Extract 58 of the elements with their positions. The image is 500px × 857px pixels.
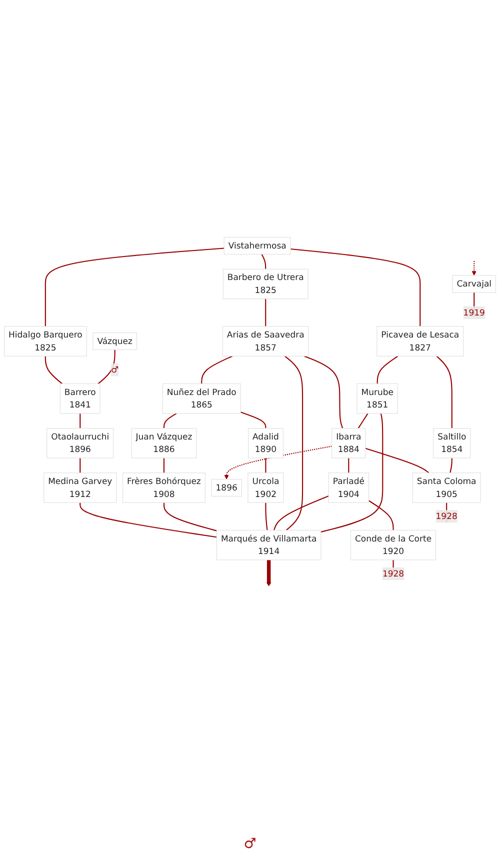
connector bbox=[201, 355, 233, 384]
node-box: Santa Coloma 1905 bbox=[412, 472, 481, 503]
node-box: Carvajal bbox=[452, 274, 496, 292]
connector bbox=[80, 502, 217, 538]
node-box: Frères Bohórquez 1908 bbox=[122, 472, 206, 503]
node-box: Nuñez del Prado 1865 bbox=[162, 383, 241, 414]
connector bbox=[320, 413, 384, 532]
note-label: ♂ bbox=[244, 836, 256, 852]
edge-label: 1928 bbox=[382, 568, 404, 578]
node-box: Barrero 1841 bbox=[60, 383, 100, 414]
node-box: Adalid 1890 bbox=[248, 428, 284, 458]
node-box: Barbero de Utrera 1825 bbox=[222, 268, 308, 299]
connector bbox=[261, 254, 266, 269]
connector bbox=[163, 458, 164, 473]
connector bbox=[163, 412, 177, 428]
connector bbox=[436, 355, 452, 428]
node-box: Arias de Saavedra 1857 bbox=[222, 326, 309, 356]
connector bbox=[365, 448, 430, 473]
node-box: Urcola 1902 bbox=[248, 472, 284, 503]
connector bbox=[348, 458, 350, 473]
node-box: Ibarra 1884 bbox=[332, 428, 366, 458]
node-box: Murube 1851 bbox=[356, 383, 398, 414]
node-box: Picavea de Lesaca 1827 bbox=[376, 326, 464, 356]
connector bbox=[472, 260, 476, 276]
node-box: Hidalgo Barquero 1825 bbox=[4, 326, 87, 356]
connector bbox=[368, 500, 394, 530]
node-box: Parladé 1904 bbox=[328, 472, 369, 503]
connector bbox=[163, 502, 217, 532]
connector bbox=[44, 247, 224, 326]
connector bbox=[240, 411, 266, 428]
connector bbox=[224, 445, 332, 480]
node-box: Marqués de Villamarta 1914 bbox=[216, 530, 322, 560]
connector bbox=[376, 355, 398, 384]
node-box: Vistahermosa bbox=[224, 236, 291, 254]
connector bbox=[265, 502, 268, 530]
connector bbox=[44, 356, 62, 384]
connector bbox=[80, 458, 81, 473]
connector bbox=[266, 560, 272, 586]
connector bbox=[304, 355, 344, 428]
node-box: Conde de la Corte 1920 bbox=[350, 530, 436, 560]
node-box: Otaolaurruchi 1896 bbox=[46, 428, 114, 458]
edge-label: 1919 bbox=[463, 307, 485, 318]
node-box: Saltillo 1854 bbox=[433, 428, 471, 458]
node-box: Vázquez bbox=[92, 332, 137, 350]
connector bbox=[98, 349, 116, 384]
edge-label: 1928 bbox=[436, 510, 458, 521]
connector bbox=[265, 298, 266, 326]
connector bbox=[450, 458, 452, 473]
node-box: 1896 bbox=[211, 478, 242, 496]
connector bbox=[284, 355, 304, 530]
node-box: Medina Garvey 1912 bbox=[44, 472, 117, 503]
connector bbox=[80, 413, 81, 428]
node-box: Juan Vázquez 1886 bbox=[131, 428, 197, 458]
connector bbox=[358, 412, 368, 428]
connector bbox=[265, 458, 266, 473]
edge-label: ♂ bbox=[111, 364, 119, 374]
connector bbox=[274, 495, 329, 530]
connector bbox=[290, 248, 421, 326]
